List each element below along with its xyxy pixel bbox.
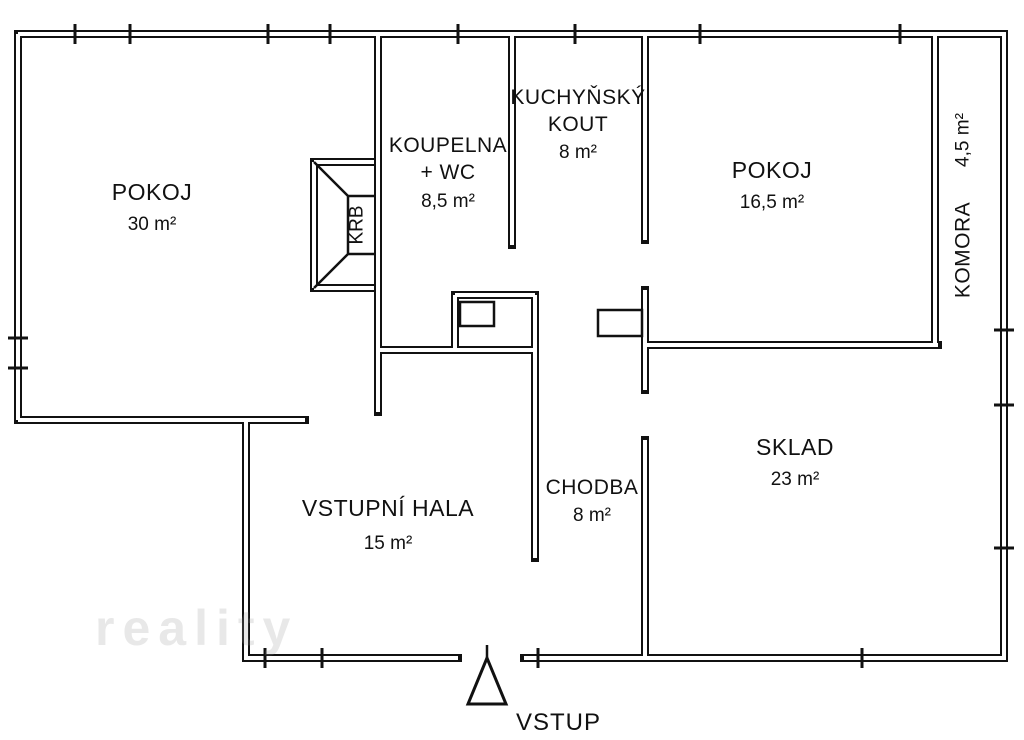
room-label-sklad-name: SKLAD [756,434,834,460]
walls-cavity [16,32,1006,660]
room-label-pokoj2-area: 16,5 m² [740,192,804,213]
room-label-koupelna-suffix: + WC [420,161,475,184]
room-label-sklad-area: 23 m² [771,469,820,490]
entrance-arrow: VSTUP [465,645,601,736]
fireplace: KRB [313,161,374,289]
entrance-arrow-triangle [465,654,509,706]
entrance-label: VSTUP [516,709,601,736]
shaft-box [458,300,496,328]
window-ticks [8,24,1014,668]
room-label-komora-area: 4,5 m² [953,113,974,167]
room-label-koupelna-area: 8,5 m² [421,191,475,212]
room-label-vstupni-hala-area: 15 m² [364,533,413,554]
room-label-kuchynsky-kout-name2: KOUT [548,113,608,136]
fireplace-label: KRB [347,205,368,244]
walls [14,30,1008,662]
watermark: reality [95,600,298,656]
shaft-box-detail [458,300,496,328]
door-niche-detail [596,308,644,338]
room-label-pokoj2-name: POKOJ [732,157,812,183]
room-label-kuchynsky-kout-name1: KUCHYŇSKÝ [510,86,645,109]
room-label-komora-name: KOMORA [952,202,975,298]
window-tick-marks [8,24,1014,668]
room-label-chodba-name: CHODBA [546,476,639,499]
room-label-vstupni-hala-name: VSTUPNÍ HALA [302,495,474,521]
room-label-pokoj1-name: POKOJ [112,179,192,205]
door-niche [596,308,644,338]
room-label-koupelna-name: KOUPELNA [389,134,507,157]
room-label-kuchynsky-kout-area: 8 m² [559,142,597,163]
fireplace-detail-lines [313,161,374,289]
room-label-chodba-area: 8 m² [573,505,611,526]
room-label-pokoj1-area: 30 m² [128,214,177,235]
